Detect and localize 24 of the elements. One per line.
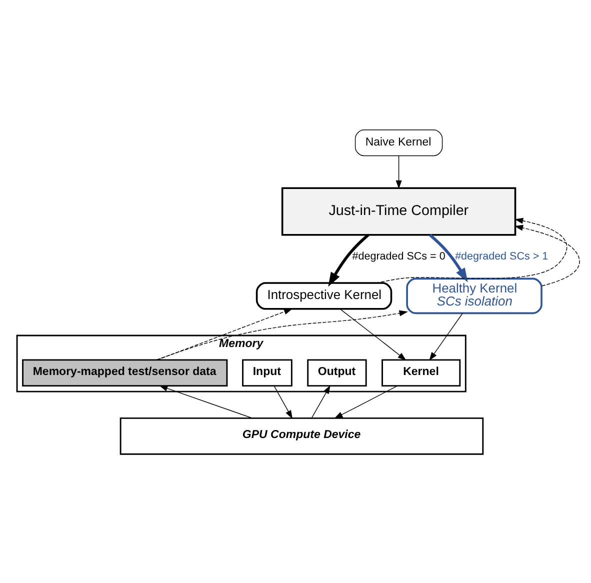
node-box: GPU Compute Device bbox=[120, 416, 484, 454]
node-box: Memory-mapped test/sensor data bbox=[22, 358, 228, 386]
arrow bbox=[514, 224, 580, 286]
node-box: Naive Kernel bbox=[354, 129, 443, 156]
node-box: Output bbox=[307, 358, 367, 386]
arrow bbox=[311, 384, 330, 418]
arrow bbox=[429, 233, 468, 282]
node-box: Healthy Kernel SCs isolation bbox=[406, 277, 542, 314]
arrow bbox=[328, 233, 370, 286]
arrow bbox=[340, 308, 406, 360]
arrow bbox=[334, 385, 398, 418]
arrow bbox=[429, 312, 463, 360]
arrow bbox=[156, 308, 293, 360]
edge-label: #degraded SCs > 1 bbox=[455, 250, 548, 262]
node-box: Introspective Kernel bbox=[256, 282, 392, 310]
node-box: Just-in-Time Compiler bbox=[281, 186, 516, 236]
arrow bbox=[156, 310, 408, 360]
node-box: Input bbox=[242, 358, 292, 386]
arrow bbox=[274, 385, 293, 418]
node-box: Kernel bbox=[382, 358, 461, 386]
edge-label: #degraded SCs = 0 bbox=[352, 250, 446, 262]
arrow bbox=[376, 217, 568, 283]
arrow bbox=[159, 385, 253, 418]
arrow bbox=[396, 155, 402, 188]
